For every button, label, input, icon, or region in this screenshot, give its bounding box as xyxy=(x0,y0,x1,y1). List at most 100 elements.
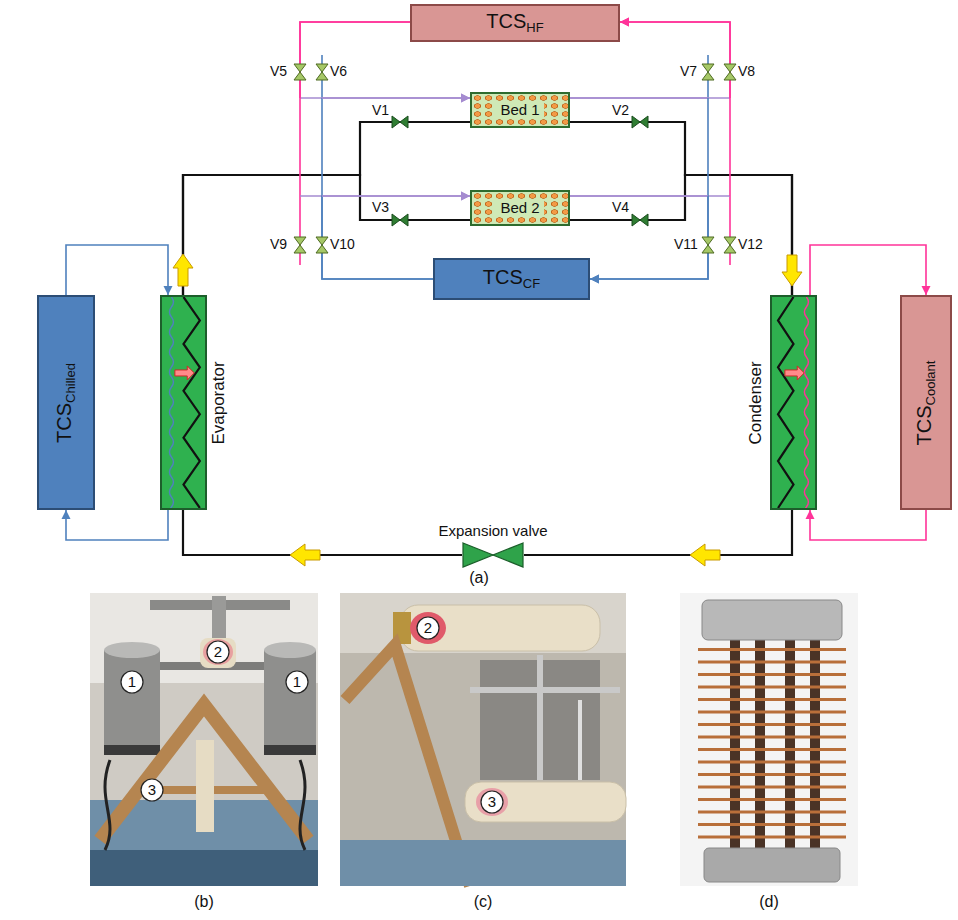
connector xyxy=(300,22,470,201)
arrowhead xyxy=(461,192,470,201)
heat-flow-arrow xyxy=(175,366,194,380)
heat-source-box: TCSHF xyxy=(410,4,620,42)
heat-exchanger-label: Evaporator xyxy=(210,361,229,444)
photo-d xyxy=(730,640,740,850)
photo-b xyxy=(90,850,318,886)
connector-line xyxy=(183,175,470,295)
connector-line xyxy=(300,22,410,98)
callout-number: 1 xyxy=(286,673,308,691)
callout-circle xyxy=(417,617,439,639)
valve-symbol xyxy=(724,237,736,253)
box-label: TCS xyxy=(53,402,75,442)
callout-number: 3 xyxy=(141,781,163,799)
photo-c xyxy=(410,612,446,644)
connector xyxy=(570,196,708,284)
flow-arrow xyxy=(690,544,720,566)
label-group: TCSCoolant xyxy=(913,360,939,445)
connector xyxy=(570,18,730,197)
photo-b xyxy=(264,650,316,750)
heat-exchanger-coil xyxy=(772,297,815,508)
connector-line xyxy=(620,22,730,196)
connector xyxy=(570,122,792,295)
fin xyxy=(698,773,846,776)
fin xyxy=(698,661,846,664)
callout-number: 3 xyxy=(481,793,503,811)
connector xyxy=(322,94,470,280)
chilled-source-box: TCSChilled xyxy=(37,295,95,510)
connector xyxy=(62,510,169,540)
valve-symbol xyxy=(632,116,648,128)
valve-label: V10 xyxy=(330,237,355,252)
flow-arrow xyxy=(290,544,320,566)
box-label: TCS xyxy=(486,10,526,32)
photo-b xyxy=(104,650,160,750)
callout-number: 2 xyxy=(417,619,439,637)
label-group: TCSCF xyxy=(483,266,540,292)
photo-b xyxy=(203,639,233,665)
photo-b xyxy=(104,745,160,755)
fin xyxy=(698,836,846,839)
valve-label: V3 xyxy=(372,200,389,215)
connector-line xyxy=(183,122,470,295)
connector-line xyxy=(66,245,168,295)
subscript: Coolant xyxy=(923,360,938,405)
heat-exchanger-coil xyxy=(778,297,793,508)
photo-b xyxy=(104,642,160,658)
fin xyxy=(698,811,846,814)
expansion-valve-symbol xyxy=(463,543,493,567)
bed-label: Bed 1 xyxy=(496,102,543,119)
fin xyxy=(698,748,846,751)
expansion-valve: Expansion valve xyxy=(462,542,524,568)
photo-c xyxy=(537,655,543,780)
valve-label: V5 xyxy=(270,64,287,79)
valve-label: V11 xyxy=(674,237,698,252)
connector-line xyxy=(322,196,433,279)
photo-d xyxy=(785,640,795,850)
connector-line xyxy=(590,98,708,279)
connector-line xyxy=(322,97,470,99)
connector-line xyxy=(66,510,168,540)
subscript: Chilled xyxy=(63,363,78,403)
valve-symbol xyxy=(724,64,736,80)
photo-d xyxy=(704,848,840,882)
flow-arrow xyxy=(782,255,802,286)
evaporator-box: Evaporator xyxy=(160,295,207,510)
valve-symbol xyxy=(392,214,408,226)
arrowhead xyxy=(590,275,599,284)
connector-line xyxy=(300,97,470,99)
photo-d xyxy=(810,640,820,850)
heat-exchanger-coil xyxy=(804,297,808,508)
fin xyxy=(698,798,846,801)
pipe-stub xyxy=(299,196,301,265)
connector xyxy=(183,122,470,295)
heat-exchanger-label: Condenser xyxy=(747,361,766,444)
valve-symbol xyxy=(294,237,306,253)
photo-d xyxy=(680,593,858,886)
connector xyxy=(524,510,792,555)
photo-d xyxy=(702,600,842,640)
arrowhead xyxy=(620,18,629,27)
connector-line xyxy=(570,97,730,99)
arrowhead xyxy=(461,192,470,201)
valve-symbol xyxy=(294,64,736,253)
connector xyxy=(66,245,173,295)
photo-b xyxy=(264,642,316,658)
valve-symbol xyxy=(294,64,306,80)
connector-line xyxy=(570,195,730,197)
condenser-box: Condenser xyxy=(770,295,817,510)
callout-circle xyxy=(286,671,308,693)
flow-arrow xyxy=(173,254,193,286)
photo-b xyxy=(196,740,214,832)
arrowhead xyxy=(590,275,599,284)
connector-line xyxy=(524,510,792,555)
heat-exchanger-coil xyxy=(169,297,173,508)
fin xyxy=(698,723,846,726)
valve-symbol xyxy=(316,64,328,80)
fin xyxy=(698,823,846,826)
callout-circle xyxy=(207,641,229,663)
connector xyxy=(810,245,931,295)
connector-line xyxy=(570,195,708,197)
valve-label: V9 xyxy=(270,237,287,252)
photo-c xyxy=(476,788,508,816)
